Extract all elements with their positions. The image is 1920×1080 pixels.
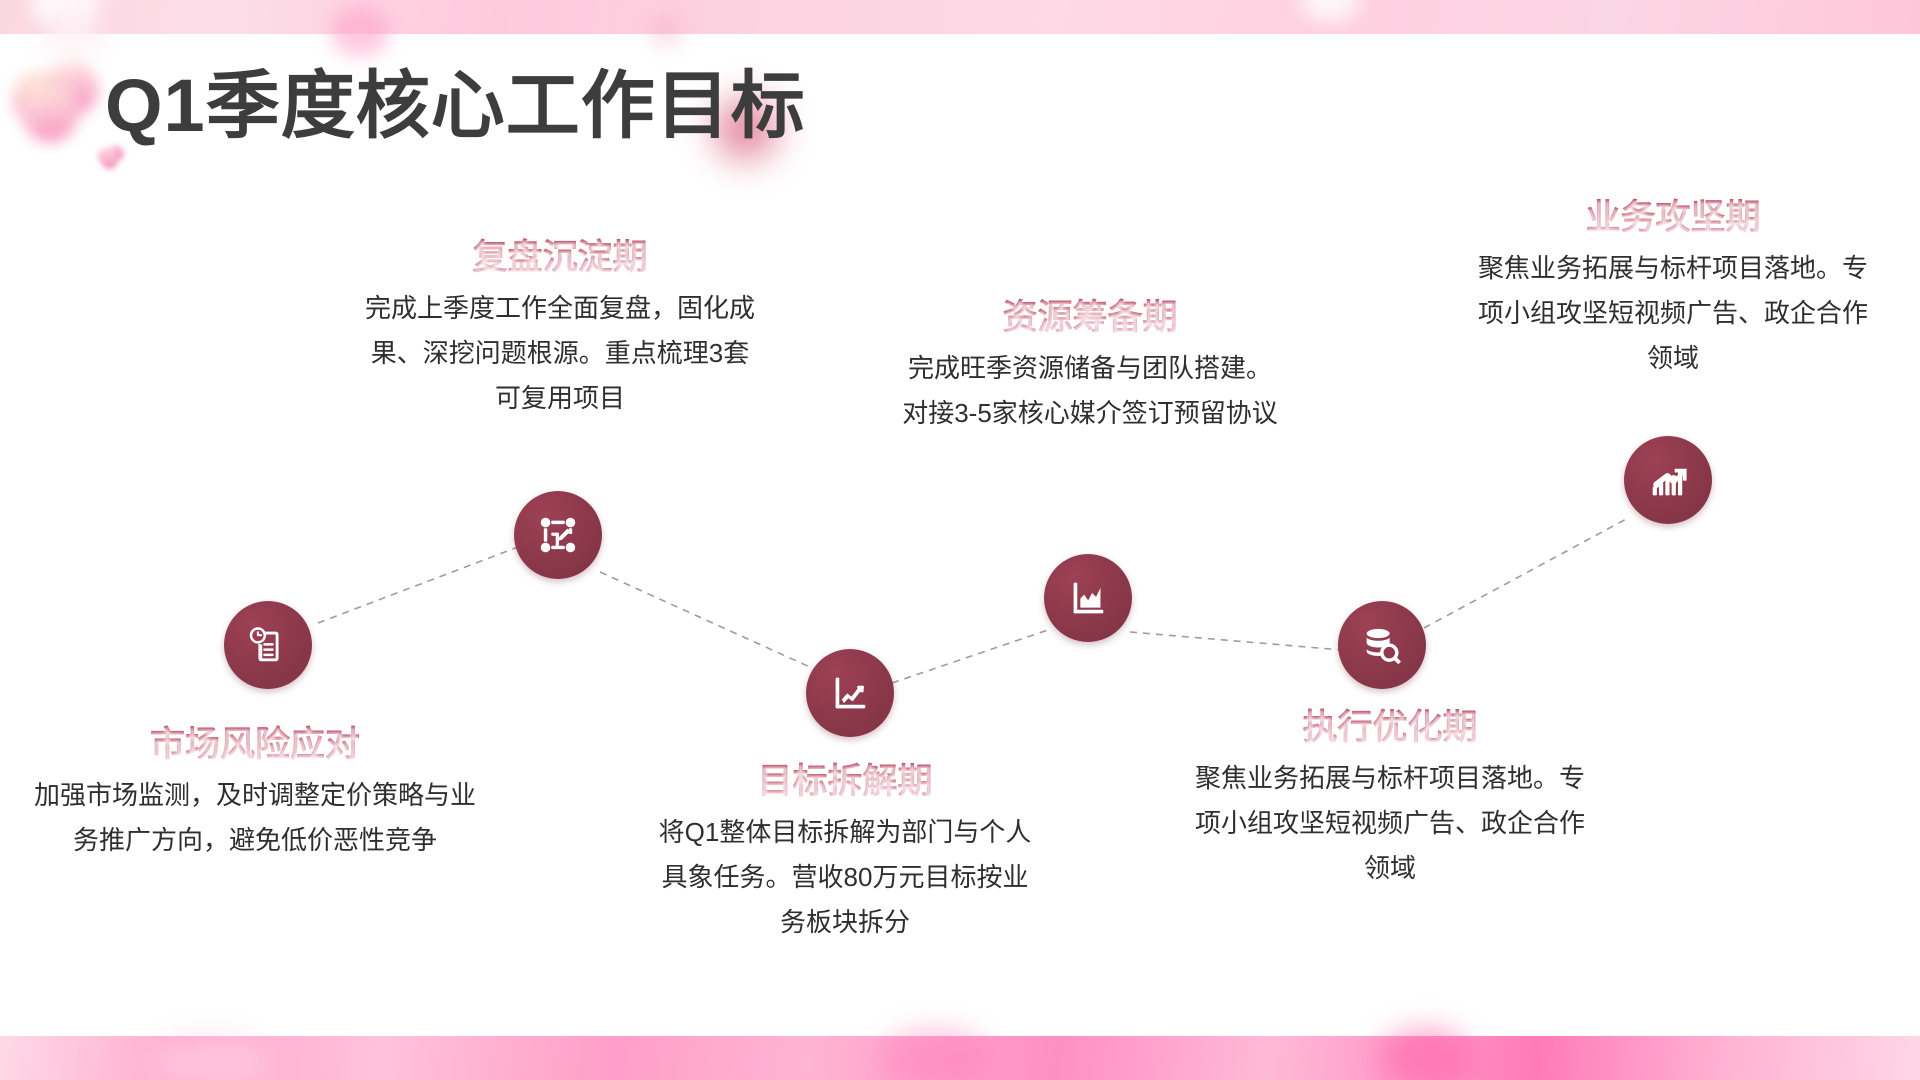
- database-search-icon: [1359, 622, 1405, 668]
- stage-body-4: 完成旺季资源储备与团队搭建。对接3-5家核心媒介签订预留协议: [902, 353, 1278, 428]
- connector-segment-3: [891, 629, 1049, 684]
- band-blob: [330, 6, 390, 56]
- stage-text-2: 复盘沉淀期 完成上季度工作全面复盘，固化成果、深挖问题根源。重点梳理3套可复用项…: [360, 238, 760, 420]
- stage-body-1: 加强市场监测，及时调整定价策略与业务推广方向，避免低价恶性竞争: [33, 780, 476, 855]
- pale-blob-decoration: [640, 10, 692, 50]
- stage-node-5[interactable]: [1338, 601, 1426, 689]
- rose-blob-decoration: [710, 96, 788, 166]
- stage-text-4: 资源筹备期 完成旺季资源储备与团队搭建。对接3-5家核心媒介签订预留协议: [900, 298, 1280, 436]
- stage-title-1: 市场风险应对: [30, 725, 480, 765]
- stage-title-2: 复盘沉淀期: [360, 238, 760, 278]
- heart-decoration-small: [98, 145, 124, 171]
- stage-body-5: 聚焦业务拓展与标杆项目落地。专项小组攻坚短视频广告、政企合作领域: [1195, 763, 1586, 883]
- stage-body-6: 聚焦业务拓展与标杆项目落地。专项小组攻坚短视频广告、政企合作领域: [1478, 253, 1869, 373]
- stage-body-2: 完成上季度工作全面复盘，固化成果、深挖问题根源。重点梳理3套可复用项目: [364, 293, 755, 413]
- connector-segment-1: [317, 546, 519, 624]
- stage-node-2[interactable]: [514, 491, 602, 579]
- stage-body-3: 将Q1整体目标拆解为部门与个人具象任务。营收80万元目标按业务板块拆分: [658, 817, 1032, 937]
- stage-node-4[interactable]: [1044, 554, 1132, 642]
- connector-segment-4: [1129, 631, 1343, 651]
- stage-text-5: 执行优化期 聚焦业务拓展与标杆项目落地。专项小组攻坚短视频广告、政企合作领域: [1195, 708, 1585, 890]
- bottom-decorative-band: [0, 1028, 1920, 1080]
- band-blob: [880, 1030, 990, 1080]
- growth-arrow-icon: [1645, 457, 1691, 503]
- heart-decoration-large: [12, 62, 98, 148]
- stage-text-6: 业务攻坚期 聚焦业务拓展与标杆项目落地。专项小组攻坚短视频广告、政企合作领域: [1478, 198, 1868, 380]
- area-chart-icon: [1065, 575, 1111, 621]
- transform-edit-icon: [535, 512, 581, 558]
- page-title: Q1季度核心工作目标: [105, 64, 806, 147]
- band-blob: [1300, 0, 1360, 22]
- stage-node-6[interactable]: [1624, 436, 1712, 524]
- stage-node-1[interactable]: [224, 601, 312, 689]
- stage-title-3: 目标拆解期: [655, 762, 1035, 802]
- stage-title-5: 执行优化期: [1195, 708, 1585, 748]
- stage-title-4: 资源筹备期: [900, 298, 1280, 338]
- stage-node-3[interactable]: [806, 649, 894, 737]
- stage-text-3: 目标拆解期 将Q1整体目标拆解为部门与个人具象任务。营收80万元目标按业务板块拆…: [655, 762, 1035, 944]
- band-blob: [150, 1036, 270, 1080]
- band-blob: [1380, 1028, 1470, 1080]
- connector-segment-5: [1423, 517, 1629, 629]
- stage-text-1: 市场风险应对 加强市场监测，及时调整定价策略与业务推广方向，避免低价恶性竞争: [30, 725, 480, 863]
- stage-title-6: 业务攻坚期: [1478, 198, 1868, 238]
- connector-segment-2: [599, 571, 813, 669]
- line-chart-icon: [827, 670, 873, 716]
- top-decorative-band: [0, 0, 1920, 56]
- document-clock-icon: [245, 622, 291, 668]
- pale-blob-decoration: [42, 8, 104, 60]
